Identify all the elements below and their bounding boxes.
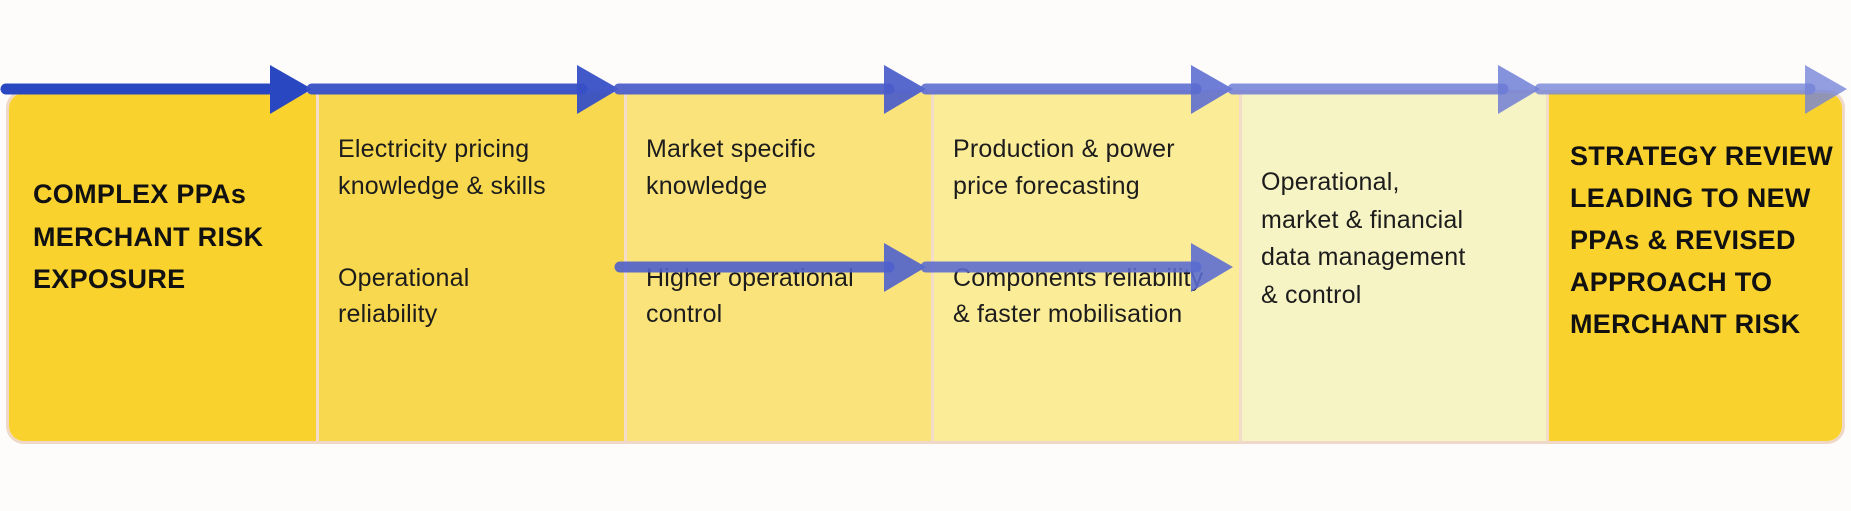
stage-3-panel: Market specific knowledge Higher operati… bbox=[624, 93, 931, 441]
stage-2-panel: Electricity pricing knowledge & skills O… bbox=[316, 93, 624, 441]
process-flow: COMPLEX PPAs MERCHANT RISK EXPOSURE Elec… bbox=[6, 90, 1845, 444]
stage-1-panel: COMPLEX PPAs MERCHANT RISK EXPOSURE bbox=[9, 93, 316, 441]
stage-6-line-5: MERCHANT RISK bbox=[1570, 309, 1801, 339]
stage-6-line-2: LEADING TO NEW bbox=[1570, 183, 1811, 213]
stage-2-item-1-line-2: knowledge & skills bbox=[338, 172, 546, 200]
stage-6-panel: STRATEGY REVIEW LEADING TO NEW PPAs & RE… bbox=[1546, 93, 1842, 441]
stage-5-line-4: & control bbox=[1261, 281, 1362, 309]
stage-6-line-4: APPROACH TO bbox=[1570, 267, 1773, 297]
stage-2-item-2-line-2: reliability bbox=[338, 300, 438, 328]
stage-4-panel: Production & power price forecasting Com… bbox=[931, 93, 1239, 441]
stage-6-line-3: PPAs & REVISED bbox=[1570, 225, 1796, 255]
stage-5-line-3: data management bbox=[1261, 243, 1466, 271]
stage-2-item-2-line-1: Operational bbox=[338, 264, 470, 292]
stage-4-item-1-line-2: price forecasting bbox=[953, 172, 1140, 200]
stage-3-item-2-line-1: Higher operational bbox=[646, 264, 854, 292]
stage-1-line-2a: MERCHANT RISK bbox=[33, 222, 264, 252]
stage-6-line-1: STRATEGY REVIEW bbox=[1570, 141, 1834, 171]
stage-5-line-1: Operational, bbox=[1261, 168, 1400, 196]
stage-5-line-2: market & financial bbox=[1261, 206, 1464, 234]
stage-3-item-1-line-2: knowledge bbox=[646, 172, 768, 200]
stage-4-item-1-line-1: Production & power bbox=[953, 135, 1175, 163]
stage-1-line-1: COMPLEX PPAs bbox=[33, 179, 247, 209]
stage-4-item-2-line-2: & faster mobilisation bbox=[953, 300, 1183, 328]
stage-3-item-2-line-2: control bbox=[646, 300, 723, 328]
stage-1-line-2b: EXPOSURE bbox=[33, 264, 186, 294]
stage-2-item-1-line-1: Electricity pricing bbox=[338, 135, 530, 163]
stage-3-item-1-line-1: Market specific bbox=[646, 135, 816, 163]
stage-5-panel: Operational, market & financial data man… bbox=[1239, 93, 1546, 441]
stage-4-item-2-line-1: Components reliability bbox=[953, 264, 1204, 292]
